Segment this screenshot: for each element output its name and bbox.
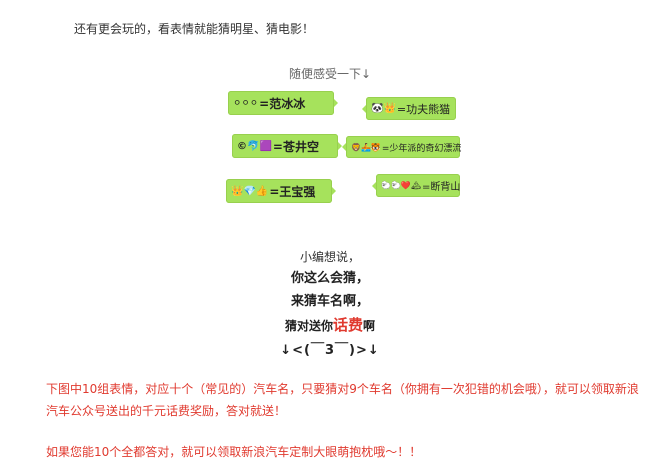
- talk-line-2: 你这么会猜，: [290, 271, 369, 286]
- talk-line-4-post: 啊: [363, 319, 376, 333]
- emoji-icon: 🦁🚣🐯: [351, 142, 381, 152]
- emoji-icon: ©🐬🟪: [237, 140, 272, 152]
- bonus-paragraph: 如果您能10个全都答对，就可以领取新浪汽车定制大眼萌抱枕哦～！！: [46, 445, 422, 459]
- emoji-icon: 👑💎👍: [231, 185, 269, 197]
- bubble-brokeback-mountain: 🐑🐑❤️🏔 =断背山: [372, 174, 461, 197]
- intro-text: 还有更会玩的，看表情就能猜明星、猜电影！: [74, 22, 315, 36]
- talk-line-5: ↓<(￣3￣)>↓: [280, 343, 380, 358]
- bubble-answer: =范冰冰: [259, 96, 306, 111]
- highlight-text: 话费: [332, 316, 363, 334]
- emoji-icon: ⚪⚪⚪: [233, 97, 259, 109]
- talk-line-4-pre: 猜对送你: [284, 319, 333, 333]
- bubble-answer: =断背山: [422, 182, 461, 193]
- bubble-answer: =少年派的奇幻漂流: [381, 143, 462, 154]
- bubble-answer: =王宝强: [269, 184, 316, 199]
- bubble-answer: =功夫熊猫: [396, 102, 451, 116]
- emoji-icon: 🐑🐑❤️🏔: [381, 181, 422, 190]
- bubble-fan-bingbing: ⚪⚪⚪ =范冰冰: [228, 91, 338, 115]
- talk-line-1: 小编想说，: [299, 250, 360, 264]
- bubble-answer: =苍井空: [272, 139, 319, 154]
- caption-text: 随便感受一下↓: [288, 67, 372, 81]
- talk-line-4: 猜对送你话费啊: [0, 314, 660, 335]
- bubble-wang-baoqiang: 👑💎👍 =王宝强: [226, 179, 336, 203]
- emoji-guess-image: ⚪⚪⚪ =范冰冰 ©🐬🟪 =苍井空 👑💎👍 =王宝强 🐼👑 =功夫熊猫 🦁🚣🐯 …: [220, 82, 461, 215]
- emoji-icon: 🐼👑: [371, 103, 396, 114]
- bubble-life-of-pi: 🦁🚣🐯 =少年派的奇幻漂流: [342, 136, 462, 158]
- bubble-cang-jingkong: ©🐬🟪 =苍井空: [232, 134, 342, 158]
- bubble-kung-fu-panda: 🐼👑 =功夫熊猫: [362, 97, 456, 120]
- rules-paragraph: 下图中10组表情，对应十个（常见的）汽车名，只要猜对9个车名（你拥有一次犯错的机…: [46, 382, 639, 418]
- talk-line-3: 来猜车名啊，: [290, 294, 369, 309]
